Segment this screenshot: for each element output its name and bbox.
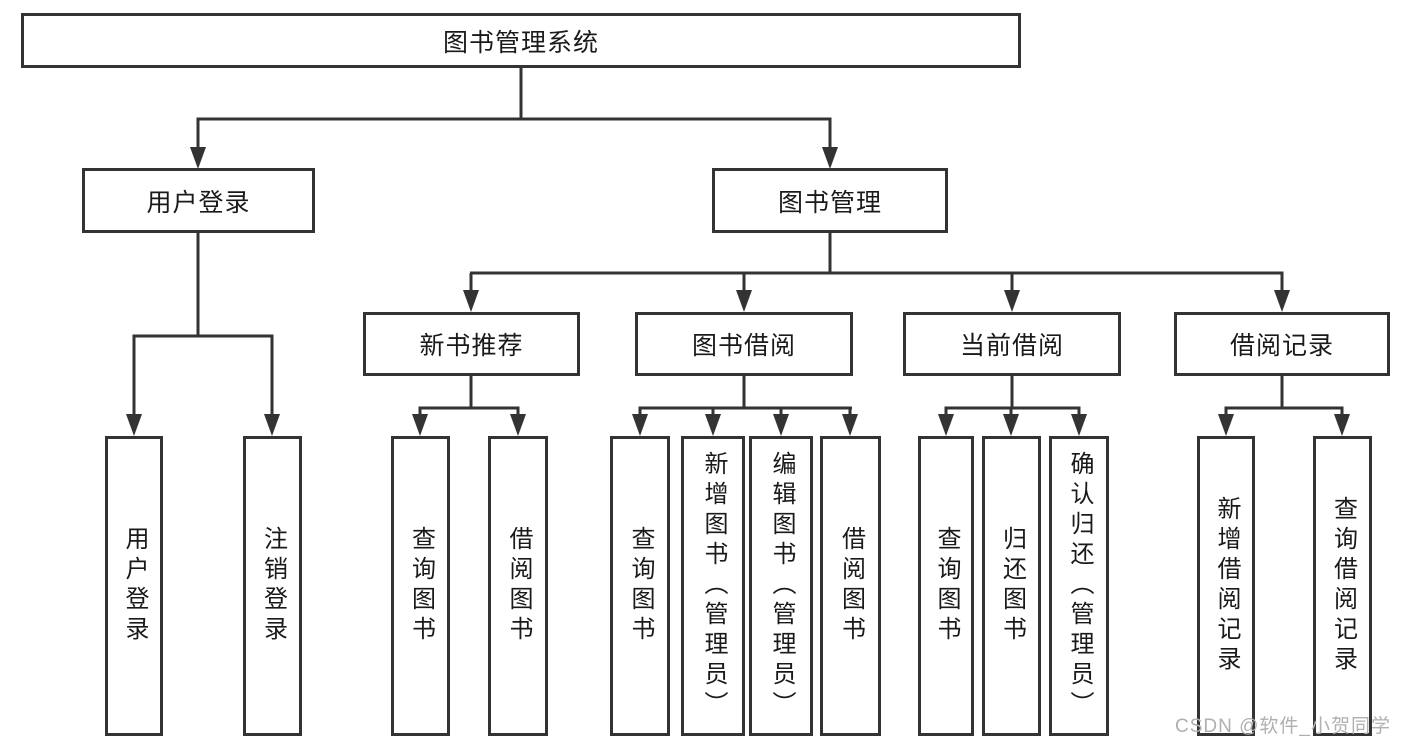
arrowhead-down-icon	[938, 414, 954, 436]
connector-user-login-split	[126, 233, 280, 436]
leaf-add-borrow-record: 新增借阅记录	[1197, 436, 1255, 736]
node-current-borrowing: 当前借阅	[903, 312, 1121, 376]
node-book-management-label: 图书管理	[777, 188, 882, 217]
watermark: CSDN @软件_小贺同学	[1175, 716, 1391, 737]
arrowhead-down-icon	[1274, 290, 1290, 312]
connector-root-split	[190, 68, 838, 169]
leaf-query-borrow-record: 查询借阅记录	[1313, 436, 1372, 736]
arrowhead-down-icon	[463, 290, 479, 312]
leaf-return-books-label: 归还图书	[998, 526, 1026, 646]
node-book-borrowing: 图书借阅	[635, 312, 853, 376]
arrowhead-down-icon	[1334, 414, 1350, 436]
arrowhead-down-icon	[842, 414, 858, 436]
node-book-management: 图书管理	[712, 168, 948, 233]
leaf-add-books-admin-label: 新增图书（管理员）	[700, 451, 727, 721]
node-root-label: 图书管理系统	[442, 28, 599, 57]
leaf-logout-label: 注销登录	[259, 526, 287, 646]
leaf-query-borrow-record-label: 查询借阅记录	[1329, 496, 1357, 676]
leaf-query-books-recommend-label: 查询图书	[407, 526, 435, 646]
connector-book-borrowing-split	[632, 376, 858, 436]
leaf-query-books-borrowing-label: 查询图书	[627, 526, 654, 646]
arrowhead-down-icon	[773, 414, 789, 436]
connector-current-borrowing-split	[938, 376, 1087, 436]
leaf-add-books-admin: 新增图书（管理员）	[681, 436, 745, 736]
leaf-query-books-borrowing: 查询图书	[610, 436, 670, 736]
leaf-borrow-books-borrowing: 借阅图书	[820, 436, 881, 736]
arrowhead-down-icon	[412, 414, 428, 436]
node-new-book-recommend-label: 新书推荐	[419, 332, 524, 360]
node-user-login: 用户登录	[82, 168, 315, 233]
arrowhead-down-icon	[1004, 290, 1020, 312]
node-borrowing-records-label: 借阅记录	[1229, 332, 1334, 360]
connector-new-book-split	[412, 376, 526, 436]
arrowhead-down-icon	[126, 414, 142, 436]
node-borrowing-records: 借阅记录	[1174, 312, 1390, 376]
leaf-user-login: 用户登录	[105, 436, 163, 736]
leaf-query-books-recommend: 查询图书	[391, 436, 450, 736]
arrowhead-down-icon	[1003, 414, 1019, 436]
connector-book-management-split	[463, 233, 1290, 312]
arrowhead-down-icon	[736, 290, 752, 312]
leaf-edit-books-admin: 编辑图书（管理员）	[749, 436, 813, 736]
leaf-borrow-books-borrowing-label: 借阅图书	[837, 526, 865, 646]
leaf-return-books: 归还图书	[982, 436, 1041, 736]
arrowhead-down-icon	[264, 414, 280, 436]
arrowhead-down-icon	[705, 414, 721, 436]
leaf-query-books-current: 查询图书	[918, 436, 974, 736]
arrowhead-down-icon	[1218, 414, 1234, 436]
connector-borrowing-records-split	[1218, 376, 1350, 436]
leaf-add-borrow-record-label: 新增借阅记录	[1213, 496, 1240, 676]
node-user-login-label: 用户登录	[146, 188, 251, 217]
arrowhead-down-icon	[510, 414, 526, 436]
arrowhead-down-icon	[190, 147, 206, 169]
arrowhead-down-icon	[822, 147, 838, 169]
leaf-borrow-books-recommend-label: 借阅图书	[505, 526, 532, 646]
leaf-borrow-books-recommend: 借阅图书	[488, 436, 548, 736]
arrowhead-down-icon	[1071, 414, 1087, 436]
node-book-borrowing-label: 图书借阅	[691, 332, 796, 360]
node-current-borrowing-label: 当前借阅	[959, 332, 1064, 360]
leaf-confirm-return-admin: 确认归还（管理员）	[1049, 436, 1109, 736]
leaf-logout: 注销登录	[243, 436, 302, 736]
leaf-user-login-label: 用户登录	[121, 526, 148, 646]
leaf-confirm-return-admin-label: 确认归还（管理员）	[1066, 451, 1093, 721]
node-new-book-recommend: 新书推荐	[363, 312, 580, 376]
leaf-query-books-current-label: 查询图书	[933, 526, 960, 646]
node-root: 图书管理系统	[21, 13, 1021, 68]
arrowhead-down-icon	[632, 414, 648, 436]
leaf-edit-books-admin-label: 编辑图书（管理员）	[768, 451, 795, 721]
